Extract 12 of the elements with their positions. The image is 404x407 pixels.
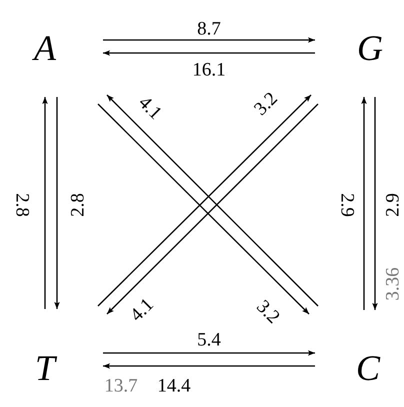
node-letter: C [356, 350, 380, 386]
arrow [103, 37, 315, 43]
arrow [372, 97, 378, 310]
arrow [361, 97, 367, 310]
node-letter: T [34, 350, 56, 386]
node-letter: A [34, 30, 56, 66]
arrow [42, 97, 48, 309]
arrow [103, 363, 315, 369]
arrow [54, 97, 60, 309]
arrow [103, 50, 315, 56]
node-letter: G [357, 30, 383, 66]
arrow [103, 350, 315, 356]
